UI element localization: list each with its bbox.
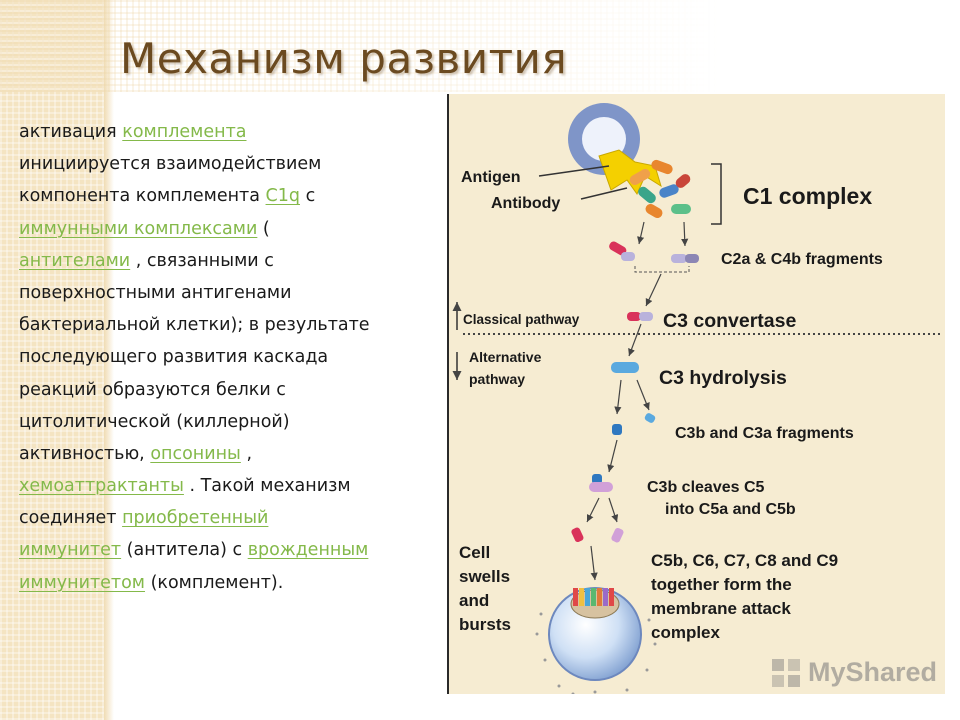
alternative-pathway-label-2: pathway (469, 371, 525, 387)
c5-cleave-label-2: into C5a and C5b (665, 501, 796, 518)
c1-complex-label: C1 complex (743, 183, 872, 209)
body-line: антителами , связанными с (19, 245, 459, 277)
c3-hydrolysis-label: C3 hydrolysis (659, 367, 787, 389)
c5-cleave-label-1: C3b cleaves C5 (647, 479, 765, 496)
body-line: последующего развития каскада (19, 341, 459, 373)
body-text-segment: (комплемент). (145, 572, 284, 593)
c3-convertase-label: C3 convertase (663, 310, 796, 332)
body-text-segment: бактериальной клетки); в результате (19, 315, 370, 336)
term-link[interactable]: врожденным (247, 540, 369, 561)
cell-swells-label-4: bursts (459, 615, 511, 634)
term-link[interactable]: комплемента (122, 122, 247, 142)
c5-cleavage-icon (589, 474, 613, 492)
cell-swells-label-1: Cell (459, 543, 490, 562)
antigen-core-icon (582, 117, 626, 161)
c1-complex-icon (629, 159, 691, 218)
alternative-pathway-label-1: Alternative (469, 349, 542, 365)
watermark-logo-icon (772, 659, 800, 687)
body-text-segment: последующего развития каскада (19, 347, 329, 368)
body-text-segment: цитолитической (киллерной) (19, 411, 290, 432)
c2a-c4b-label: C2a & C4b fragments (721, 251, 883, 268)
c3b-c3a-label: C3b and C3a fragments (675, 425, 854, 442)
antibody-label: Antibody (491, 195, 560, 212)
classical-pathway-label: Classical pathway (463, 312, 580, 327)
c5a-fragment-icon (571, 527, 584, 543)
decorative-band-edge (104, 0, 114, 720)
body-text-segment: . Такой механизм (183, 476, 351, 497)
body-text-segment: соединяет (19, 508, 123, 529)
body-line: иммунитетом (комплемент). (19, 567, 459, 596)
watermark-text: MyShared (808, 657, 938, 687)
c3a-fragment-icon (644, 413, 656, 423)
complement-diagram: Antigen Antibody C1 complex C2a & C4b fr… (452, 103, 943, 694)
body-line: компонента комплемента C1q с (19, 180, 459, 212)
complement-cascade-figure: Antigen Antibody C1 complex C2a & C4b fr… (447, 94, 945, 694)
c3-protein-icon (611, 362, 639, 373)
body-text-segment: реакций образуются белки с (19, 379, 286, 400)
body-line: поверхностными антигенами (19, 277, 459, 309)
body-text-segment: поверхностными антигенами (19, 282, 292, 303)
body-line: активация комплемента (19, 116, 459, 148)
body-text-segment: активация (19, 122, 123, 142)
mac-label-1: C5b, C6, C7, C8 and C9 (651, 551, 838, 570)
term-link[interactable]: хемоаттрактанты (19, 476, 184, 497)
c1-bracket (711, 163, 722, 225)
term-link[interactable]: приобретенный (122, 508, 269, 529)
body-line: хемоаттрактанты . Такой механизм (19, 470, 459, 502)
body-text-segment: ( (257, 218, 270, 239)
decorative-left-band (0, 0, 104, 720)
cell-contents-dots (535, 612, 657, 694)
body-text-segment: активностью, (19, 443, 151, 464)
membrane-attack-complex-icon (570, 588, 620, 619)
body-text-segment: , связанными с (130, 250, 274, 271)
term-link[interactable]: опсонины (150, 443, 241, 464)
antigen-pointer (538, 165, 610, 177)
decorative-top-band (0, 0, 960, 92)
body-text-segment: (антитела) с (121, 540, 248, 561)
c3-convertase-icon (627, 312, 653, 321)
term-link[interactable]: иммунными комплексами (19, 218, 258, 239)
antibody-icon (598, 149, 662, 196)
body-text-segment: компонента комплемента (19, 186, 266, 207)
body-line: цитолитической (киллерной) (19, 406, 459, 438)
body-paragraph: активация комплемента инициируется взаимо… (19, 116, 459, 596)
body-line: реакций образуются белки с (19, 374, 459, 406)
mac-label-2: together form the (651, 575, 792, 594)
cell-swells-label-2: swells (459, 567, 510, 586)
term-link[interactable]: иммунитетом (19, 572, 146, 593)
c5b-fragment-icon (611, 527, 624, 543)
c3b-fragment-icon (612, 424, 622, 435)
body-line: бактериальной клетки); в результате (19, 309, 459, 341)
antibody-pointer (580, 187, 628, 200)
body-text-segment: инициируется взаимодействием (19, 154, 322, 175)
mac-label-3: membrane attack (651, 599, 791, 618)
term-link[interactable]: иммунитет (19, 540, 122, 561)
mac-label-4: complex (651, 623, 721, 642)
c4b-fragment-icon (671, 254, 699, 263)
cell-swells-label-3: and (459, 591, 489, 610)
antigen-label: Antigen (461, 169, 521, 186)
body-line: инициируется взаимодействием (19, 148, 459, 180)
body-text-segment: с (300, 186, 316, 207)
body-text-segment: , (240, 443, 253, 464)
term-link[interactable]: антителами (19, 250, 131, 271)
body-line: иммунными комплексами ( (19, 213, 459, 245)
slide-title: Механизм развития (120, 34, 568, 83)
body-line: активностью, опсонины , (19, 438, 459, 470)
body-line: иммунитет (антитела) с врожденным (19, 534, 459, 566)
term-link[interactable]: C1q (265, 186, 300, 207)
body-line: соединяет приобретенный (19, 502, 459, 534)
c2a-fragment-icon (609, 241, 635, 261)
watermark-logo: MyShared (768, 655, 937, 693)
